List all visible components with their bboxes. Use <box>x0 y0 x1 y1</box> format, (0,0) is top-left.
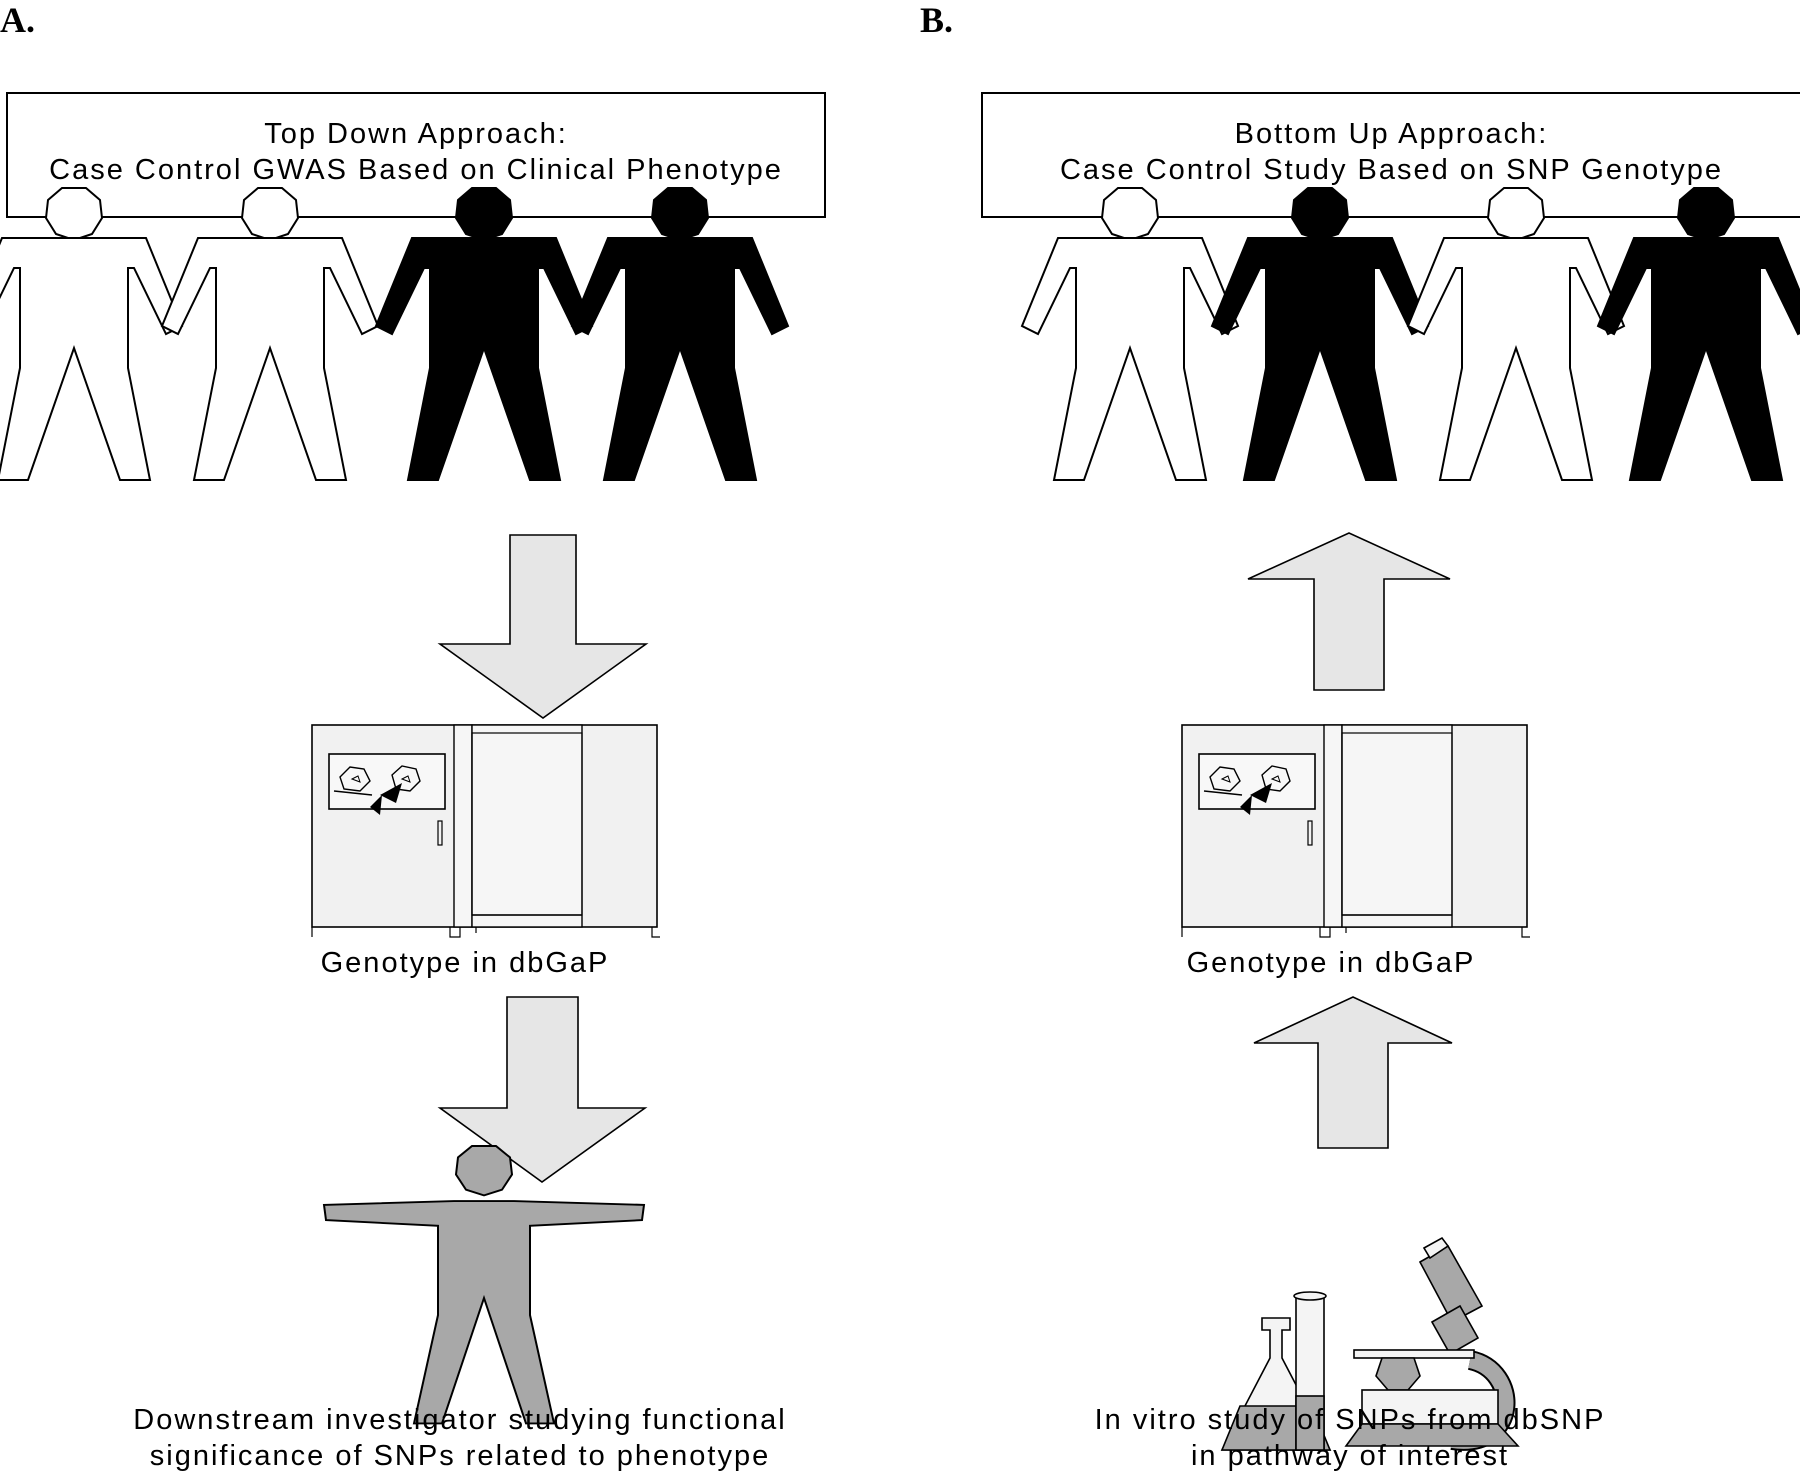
caption-line-1: Downstream investigator studying functio… <box>133 1404 787 1436</box>
title-box-bottom-up: Bottom Up Approach: Case Control Study B… <box>981 92 1800 218</box>
in-vitro-caption: In vitro study of SNPs from dbSNP in pat… <box>1040 1402 1660 1474</box>
caption-line-2: significance of SNPs related to phenotyp… <box>149 1440 771 1472</box>
microscope-icon <box>1344 1236 1520 1451</box>
investigator-caption: Downstream investigator studying functio… <box>90 1402 830 1474</box>
arrow-down-icon <box>437 534 649 719</box>
lab-flask-icon <box>1220 1291 1332 1451</box>
genotyping-server-icon <box>311 724 661 938</box>
person-icon-case <box>375 187 593 481</box>
caption-line-1: In vitro study of SNPs from dbSNP <box>1094 1404 1606 1436</box>
person-icon-control <box>0 187 183 481</box>
title-line-1: Top Down Approach: <box>264 118 568 150</box>
person-icon-case <box>1211 187 1429 481</box>
genotyping-server-icon <box>1181 724 1531 938</box>
arrow-up-icon <box>1253 996 1453 1149</box>
person-icon-control <box>161 187 379 481</box>
arrow-down-icon <box>437 996 648 1183</box>
investigator-icon <box>323 1145 645 1425</box>
person-icon-case <box>571 187 789 481</box>
genotype-caption: Genotype in dbGaP <box>1186 947 1476 979</box>
caption-line-2: in pathway of interest <box>1190 1440 1510 1472</box>
person-icon-control <box>1021 187 1239 481</box>
person-icon-case <box>1597 187 1800 481</box>
panel-label-a: A. <box>0 0 35 40</box>
genotype-caption: Genotype in dbGaP <box>320 947 610 979</box>
panel-label-b: B. <box>920 0 954 40</box>
title-line-2: Case Control Study Based on SNP Genotype <box>1059 154 1724 186</box>
person-icon-control <box>1407 187 1625 481</box>
title-line-1: Bottom Up Approach: <box>1234 118 1549 150</box>
arrow-up-icon <box>1247 532 1451 691</box>
title-line-2: Case Control GWAS Based on Clinical Phen… <box>49 154 783 186</box>
